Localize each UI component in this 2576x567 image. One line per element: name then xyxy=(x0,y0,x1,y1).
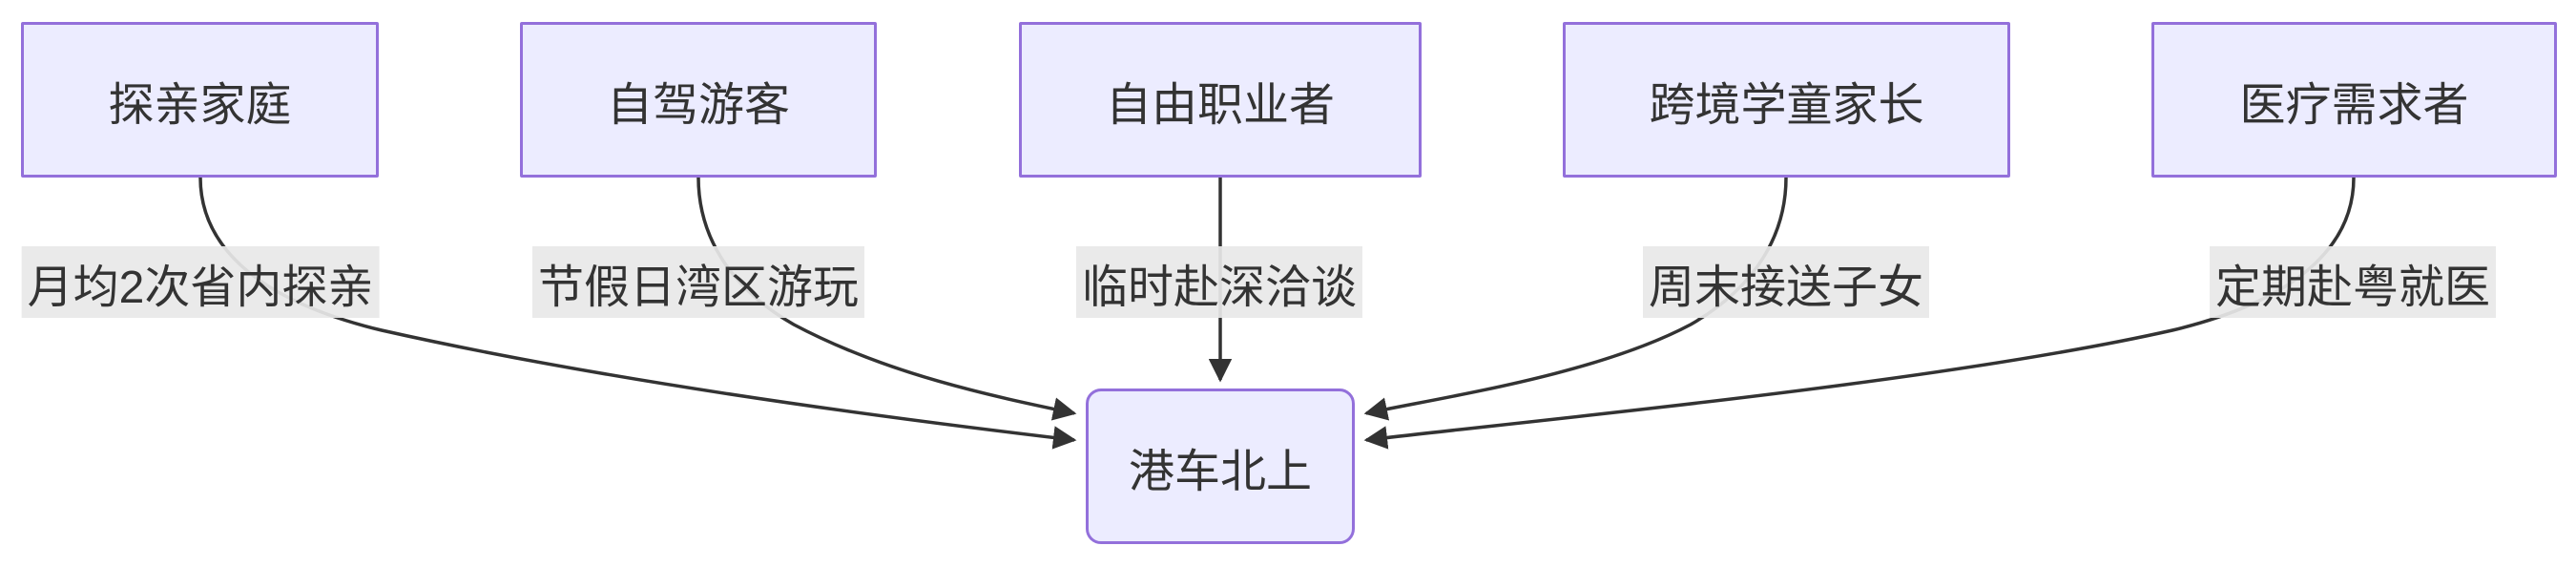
edge-label-freelancers: 临时赴深洽谈 xyxy=(1075,246,1363,318)
node-hk-cars-northbound-target: 港车北上 xyxy=(1086,388,1355,544)
node-family-visitors: 探亲家庭 xyxy=(21,22,379,178)
node-cross-border-student-parents: 跨境学童家长 xyxy=(1563,22,2010,178)
node-freelancers: 自由职业者 xyxy=(1019,22,1422,178)
edge-label-family-visitors: 月均2次省内探亲 xyxy=(21,246,380,318)
edge-label-student-parents: 周末接送子女 xyxy=(1642,246,1930,318)
edge-label-medical-needs: 定期赴粤就医 xyxy=(2209,246,2497,318)
node-self-driving-tourists: 自驾游客 xyxy=(520,22,877,178)
node-medical-needs: 医疗需求者 xyxy=(2151,22,2557,178)
edge-student-parents-to-target xyxy=(1363,177,1788,421)
edge-self-driving-tourists-to-target xyxy=(696,177,1077,421)
edge-label-self-driving-tourists: 节假日湾区游玩 xyxy=(531,246,865,318)
